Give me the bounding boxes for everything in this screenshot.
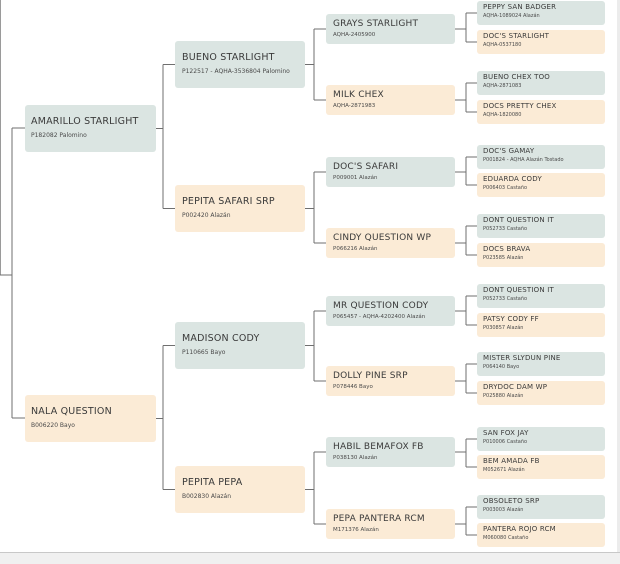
horse-card-g1-1[interactable]: AMARILLO STARLIGHT P182082 Palomino (25, 105, 156, 152)
horse-card-g3-5[interactable]: MR QUESTION CODY P065457 - AQHA-4202400 A… (326, 296, 455, 326)
horse-registration-info: P006403 Castaño (483, 185, 528, 191)
horse-registration-info: M171376 Alazán (333, 527, 379, 533)
horse-name: DOC'S STARLIGHT (483, 32, 550, 40)
horse-name: BEM AMADA FB (483, 457, 540, 465)
horse-card-g4-1[interactable]: PEPPY SAN BADGER AQHA-1089024 Alazán (477, 1, 605, 25)
horse-name: MISTER SLYDUN PINE (483, 354, 561, 362)
horse-card-g4-8[interactable]: DOCS BRAVA P023585 Alazán (477, 243, 605, 267)
horse-registration-info: P038130 Alazán (333, 455, 378, 461)
horse-registration-info: P065457 - AQHA-4202400 Alazán (333, 314, 426, 320)
horse-registration-info: P064140 Bayo (483, 364, 520, 370)
horse-card-g3-7[interactable]: HABIL BEMAFOX FB P038130 Alazán (326, 437, 455, 467)
horse-card-g2-4[interactable]: PEPITA PEPA B002830 Alazán (175, 466, 305, 513)
horse-card-g4-5[interactable]: DOC'S GAMAY P001824 - AQHA Alazán Tostado (477, 145, 605, 169)
horse-name: PEPITA SAFARI SRP (182, 196, 275, 207)
horse-registration-info: P122517 - AQHA-3536804 Palomino (182, 68, 290, 75)
horse-name: PATSY CODY FF (483, 315, 539, 323)
horse-name: MILK CHEX (333, 90, 384, 100)
horse-registration-info: P078446 Bayo (333, 384, 373, 390)
horse-registration-info: P110665 Bayo (182, 349, 226, 356)
horse-registration-info: M060080 Castaño (483, 535, 529, 541)
horse-registration-info: P002420 Alazán (182, 212, 231, 219)
horse-registration-info: P001824 - AQHA Alazán Tostado (483, 157, 564, 163)
horse-name: DOC'S SAFARI (333, 162, 399, 172)
horse-name: DOCS BRAVA (483, 245, 531, 253)
horse-registration-info: M052671 Alazán (483, 467, 525, 473)
horse-card-g4-7[interactable]: DONT QUESTION IT P052733 Castaño (477, 214, 605, 238)
horse-name: DONT QUESTION IT (483, 216, 554, 224)
horse-card-g2-1[interactable]: BUENO STARLIGHT P122517 - AQHA-3536804 Pa… (175, 41, 305, 88)
horse-name: OBSOLETO SRP (483, 497, 540, 505)
horse-name: BUENO CHEX TOO (483, 73, 551, 81)
horse-name: MADISON CODY (182, 333, 260, 344)
horse-name: MR QUESTION CODY (333, 301, 429, 311)
horse-name: EDUARDA CODY (483, 175, 542, 183)
horse-card-g3-2[interactable]: MILK CHEX AQHA-2871983 (326, 85, 455, 115)
horse-card-g4-14[interactable]: BEM AMADA FB M052671 Alazán (477, 455, 605, 479)
horse-card-g3-4[interactable]: CINDY QUESTION WP P066216 Alazán (326, 228, 455, 258)
horizontal-scrollbar[interactable] (0, 552, 620, 564)
horse-registration-info: P009001 Alazán (333, 175, 378, 181)
horse-registration-info: P030857 Alazán (483, 325, 524, 331)
horse-card-g4-4[interactable]: DOCS PRETTY CHEX AQHA-1820080 (477, 100, 605, 124)
horse-name: DOC'S GAMAY (483, 147, 535, 155)
horse-registration-info: AQHA-2871083 (483, 83, 522, 89)
horse-name: GRAYS STARLIGHT (333, 19, 419, 29)
horse-registration-info: P025880 Alazán (483, 393, 524, 399)
horse-name: NALA QUESTION (31, 406, 112, 417)
horse-name: AMARILLO STARLIGHT (31, 116, 139, 127)
horse-registration-info: P066216 Alazán (333, 246, 378, 252)
horse-name: PANTERA ROJO RCM (483, 525, 556, 533)
horse-registration-info: B002830 Alazán (182, 493, 232, 500)
horse-registration-info: P052733 Castaño (483, 296, 528, 302)
horse-card-g4-16[interactable]: PANTERA ROJO RCM M060080 Castaño (477, 523, 605, 547)
horse-card-g3-3[interactable]: DOC'S SAFARI P009001 Alazán (326, 157, 455, 187)
horse-registration-info: P182082 Palomino (31, 132, 87, 139)
horse-card-g3-8[interactable]: PEPA PANTERA RCM M171376 Alazán (326, 509, 455, 539)
tree-left-connector (0, 0, 12, 275)
horse-card-g4-13[interactable]: SAN FOX JAY P010006 Castaño (477, 427, 605, 451)
horse-name: PEPPY SAN BADGER (483, 3, 557, 11)
horse-name: PEPA PANTERA RCM (333, 514, 425, 524)
horse-card-g1-2[interactable]: NALA QUESTION B006220 Bayo (25, 395, 156, 442)
horse-registration-info: P052733 Castaño (483, 226, 528, 232)
horse-name: HABIL BEMAFOX FB (333, 442, 424, 452)
horse-name: DONT QUESTION IT (483, 286, 554, 294)
horse-card-g4-12[interactable]: DRYDOC DAM WP P025880 Alazán (477, 381, 605, 405)
horse-card-g2-2[interactable]: PEPITA SAFARI SRP P002420 Alazán (175, 185, 305, 232)
horse-registration-info: AQHA-1820080 (483, 112, 522, 118)
horse-name: PEPITA PEPA (182, 477, 243, 488)
horse-registration-info: P010006 Castaño (483, 439, 528, 445)
horse-card-g4-6[interactable]: EDUARDA CODY P006403 Castaño (477, 173, 605, 197)
horse-card-g4-10[interactable]: PATSY CODY FF P030857 Alazán (477, 313, 605, 337)
horse-name: DRYDOC DAM WP (483, 383, 548, 391)
horse-registration-info: P003003 Alazán (483, 507, 524, 513)
horse-registration-info: AQHA-0537180 (483, 42, 522, 48)
horse-card-g4-2[interactable]: DOC'S STARLIGHT AQHA-0537180 (477, 30, 605, 54)
horse-registration-info: AQHA-1089024 Alazán (483, 13, 540, 19)
vertical-scrollbar[interactable] (617, 0, 620, 552)
horse-registration-info: AQHA-2871983 (333, 103, 376, 109)
horse-card-g4-15[interactable]: OBSOLETO SRP P003003 Alazán (477, 495, 605, 519)
horse-card-g4-3[interactable]: BUENO CHEX TOO AQHA-2871083 (477, 71, 605, 95)
horse-name: CINDY QUESTION WP (333, 233, 432, 243)
horse-card-g2-3[interactable]: MADISON CODY P110665 Bayo (175, 322, 305, 369)
horse-name: DOCS PRETTY CHEX (483, 102, 557, 110)
horse-registration-info: P023585 Alazán (483, 255, 524, 261)
horse-card-g4-11[interactable]: MISTER SLYDUN PINE P064140 Bayo (477, 352, 605, 376)
horse-card-g4-9[interactable]: DONT QUESTION IT P052733 Castaño (477, 284, 605, 308)
horse-card-g3-6[interactable]: DOLLY PINE SRP P078446 Bayo (326, 366, 455, 396)
horse-name: SAN FOX JAY (483, 429, 529, 437)
horse-name: BUENO STARLIGHT (182, 52, 275, 63)
horse-card-g3-1[interactable]: GRAYS STARLIGHT AQHA-2405900 (326, 14, 455, 44)
horse-registration-info: B006220 Bayo (31, 422, 75, 429)
horse-registration-info: AQHA-2405900 (333, 32, 376, 38)
horse-name: DOLLY PINE SRP (333, 371, 408, 381)
